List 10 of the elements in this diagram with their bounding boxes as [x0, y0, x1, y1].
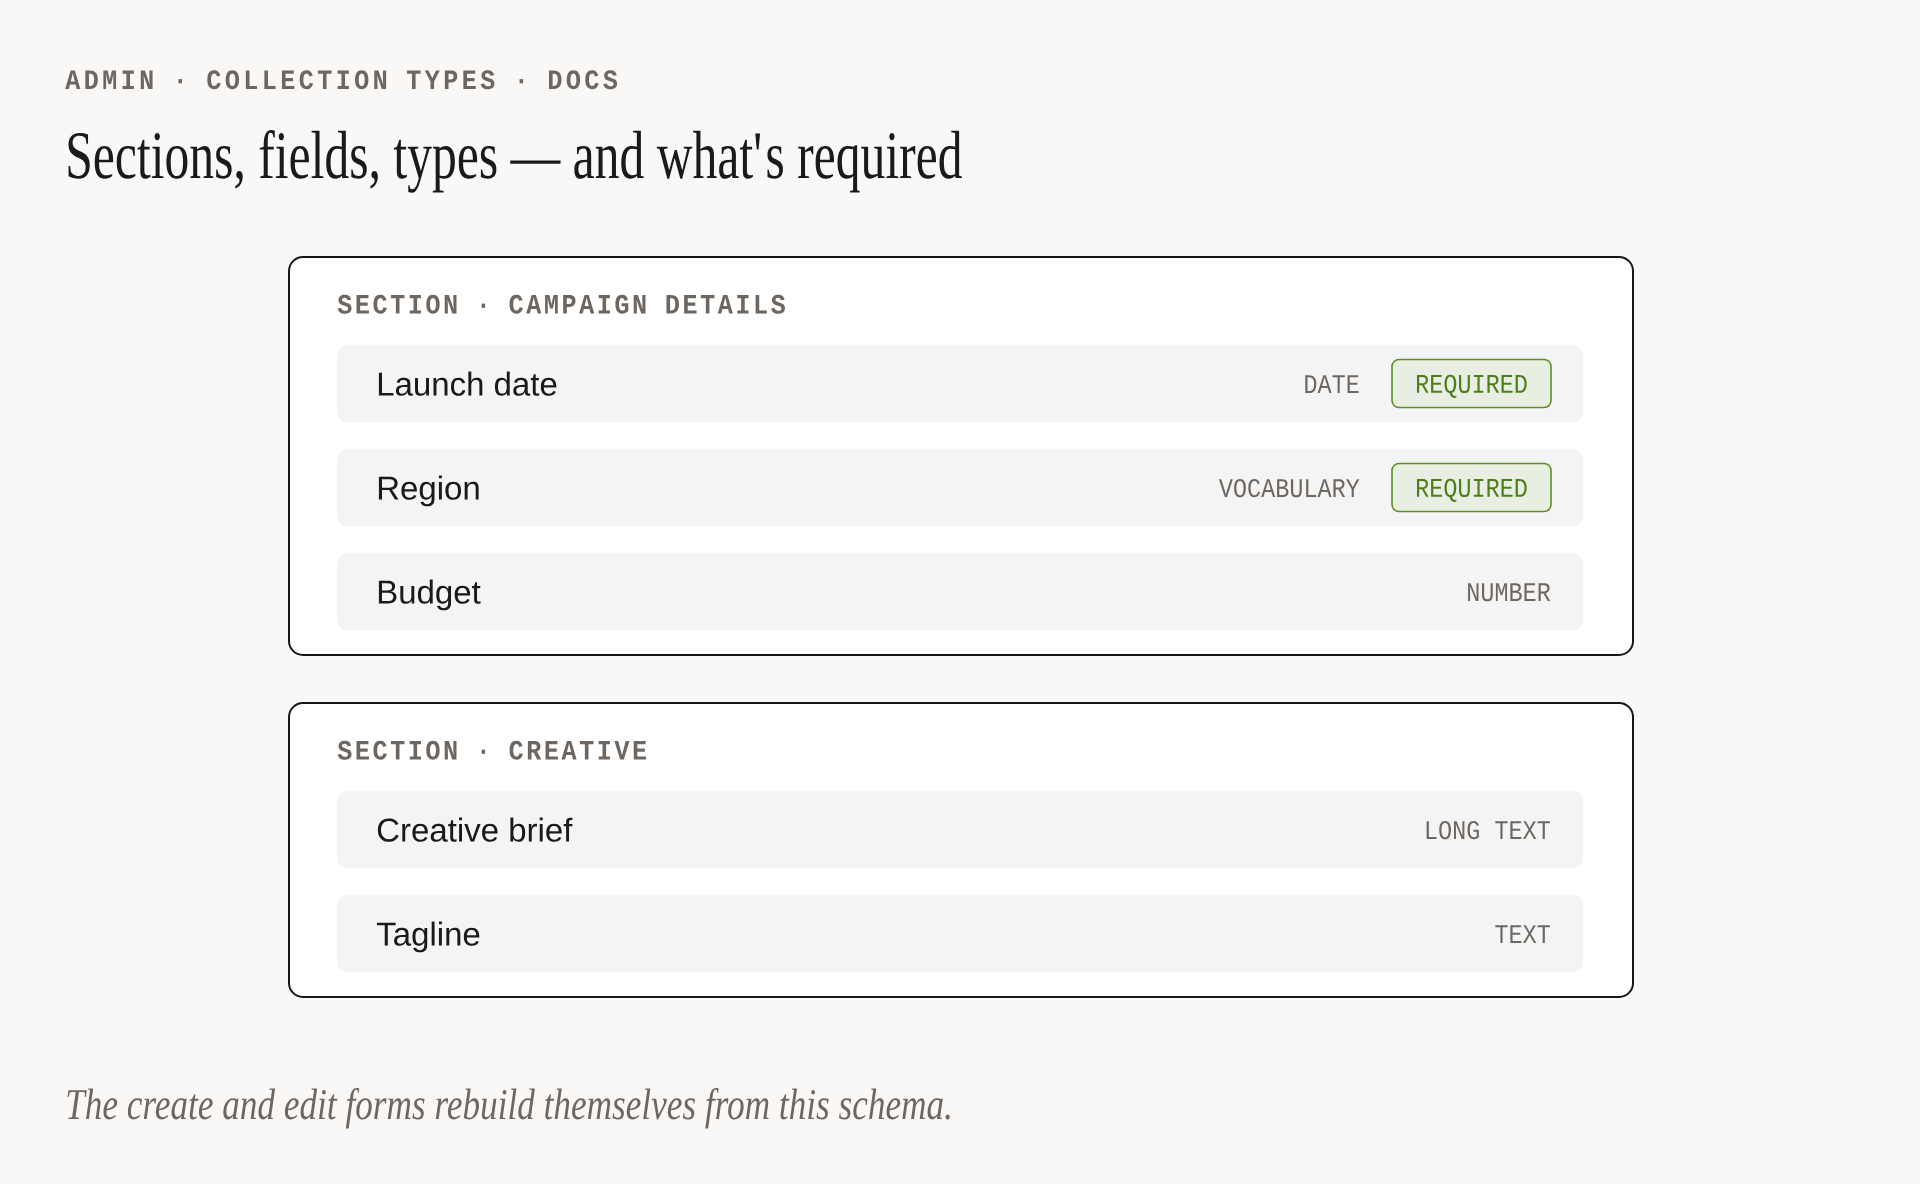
- required-badge: REQUIRED: [1391, 358, 1552, 409]
- required-badge: REQUIRED: [1391, 462, 1552, 513]
- field-row: Budget NUMBER: [337, 553, 1584, 631]
- caption: The create and edit forms rebuild themselves from this schema.: [67, 1088, 950, 1129]
- section-heading: SECTION · CAMPAIGN DETAILS: [337, 294, 785, 314]
- field-row: Tagline TEXT: [337, 895, 1584, 973]
- title: Sections, fields, types — and what's required: [68, 130, 962, 193]
- breadcrumb: ADMIN · COLLECTION TYPES · DOCS: [65, 70, 618, 90]
- section-heading: SECTION · CREATIVE: [337, 740, 647, 760]
- field-row: Creative brief LONG TEXT: [337, 791, 1584, 869]
